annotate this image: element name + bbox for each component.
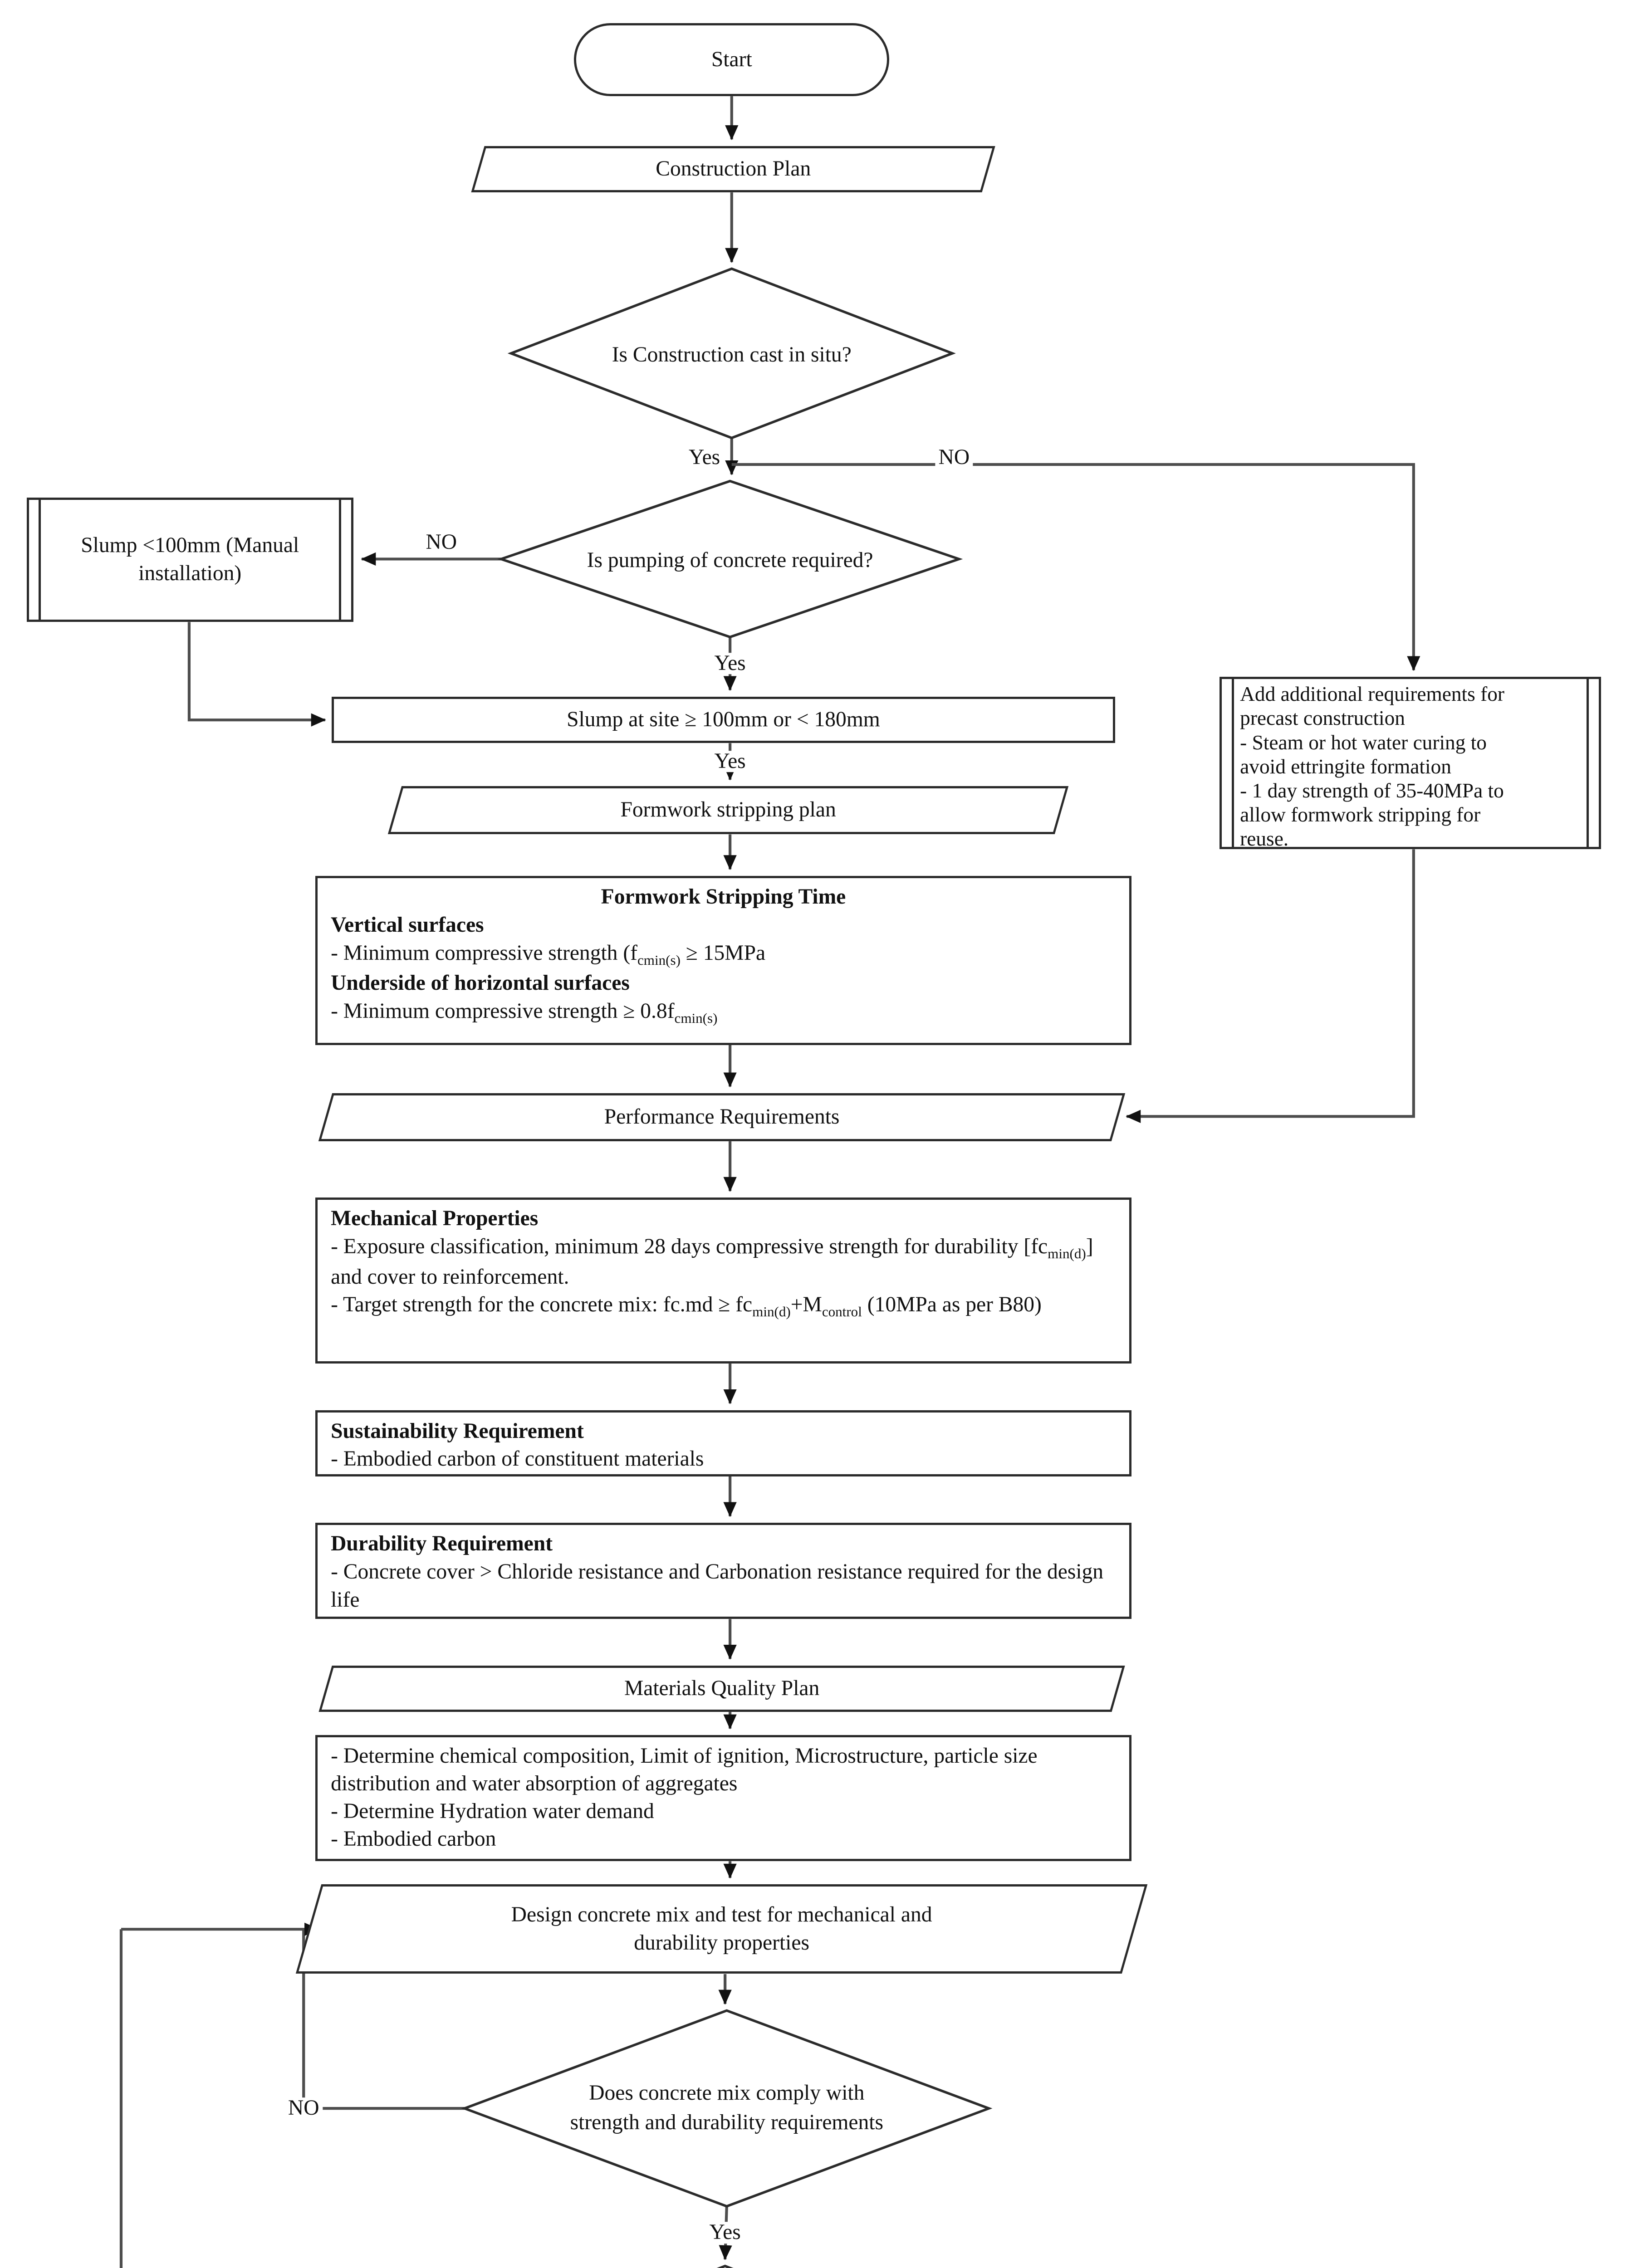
comply-decision-label: Does concrete mix comply with strength a… <box>478 2078 975 2136</box>
fst-line2-pre: - Minimum compressive strength ≥ 0.8f <box>331 999 675 1023</box>
comply-decision-shape <box>461 2009 993 2208</box>
durability-bullet: - Concrete cover > Chloride resistance a… <box>331 1559 1104 1612</box>
label-yes-cast: Yes <box>689 445 720 469</box>
chem-bullet3: - Embodied carbon <box>331 1827 496 1851</box>
mech-bullet1-sub: min(d) <box>1048 1246 1086 1262</box>
formwork-stripping-plan-io: Formwork stripping plan <box>388 786 1069 835</box>
mech-bullet2-sub1: min(d) <box>752 1304 791 1320</box>
fst-line2-sub: cmin(s) <box>674 1010 718 1026</box>
mech-bullet1-post: ] and cover to reinforcement. <box>331 1235 1093 1289</box>
label-yes-slumpsite: Yes <box>711 750 749 772</box>
fst-heading-vertical: Vertical surfaces <box>331 913 484 937</box>
comply-line2: strength and durability requirements <box>570 2110 883 2134</box>
embodied-carbon-decision-shape <box>716 2264 734 2268</box>
label-no-comply: NO <box>284 2097 323 2119</box>
fst-line1-post: ≥ 15MPa <box>680 941 766 965</box>
mech-bullet2-pre: - Target strength for the concrete mix: … <box>331 1293 753 1317</box>
pumping-decision-label: Is pumping of concrete required? <box>587 548 873 572</box>
sustainability-bullet: - Embodied carbon of constituent materia… <box>331 1447 704 1471</box>
cast-in-situ-decision-shape <box>507 267 956 440</box>
performance-requirements-label: Performance Requirements <box>604 1105 840 1129</box>
slump-site-box: Slump at site ≥ 100mm or < 180mm <box>332 696 1115 743</box>
chem-bullet2: - Determine Hydration water demand <box>331 1799 654 1823</box>
design-mix-io: Design concrete mix and test for mechani… <box>295 1884 1148 1974</box>
mech-bullet1-pre: - Exposure classification, minimum 28 da… <box>331 1235 1048 1259</box>
mech-bullet2-mid: +M <box>790 1293 822 1317</box>
performance-requirements-io: Performance Requirements <box>318 1093 1126 1142</box>
label-no-pump: NO <box>426 530 457 554</box>
construction-plan-io: Construction Plan <box>471 146 996 193</box>
edge-embodied-no-loop <box>119 1929 123 2268</box>
label-yes-pump: Yes <box>711 652 749 675</box>
durability-title: Durability Requirement <box>331 1532 553 1556</box>
construction-plan-label: Construction Plan <box>656 157 811 181</box>
fst-line2: - Minimum compressive strength ≥ 0.8fcmi… <box>331 999 718 1026</box>
precast-requirements-process: Add additional requirements for precast … <box>1219 677 1602 850</box>
mech-title: Mechanical Properties <box>331 1207 539 1231</box>
edge-slumpmanual-slumpsite <box>187 622 326 727</box>
mechanical-properties-box: Mechanical Properties - Exposure classif… <box>315 1198 1132 1364</box>
cast-in-situ-decision-label: Is Construction cast in situ? <box>612 342 852 367</box>
chem-bullet1: - Determine chemical composition, Limit … <box>331 1744 1038 1796</box>
mech-bullet2: - Target strength for the concrete mix: … <box>331 1293 1042 1320</box>
design-mix-line2: durability properties <box>634 1931 810 1955</box>
label-no-cast: NO <box>935 447 973 469</box>
design-mix-label: Design concrete mix and test for mechani… <box>311 1901 1132 1957</box>
material-tests-box: - Determine chemical composition, Limit … <box>315 1735 1132 1862</box>
sustainability-requirement-box: Sustainability Requirement - Embodied ca… <box>315 1410 1132 1476</box>
start-terminator: Start <box>574 23 890 97</box>
durability-requirement-box: Durability Requirement - Concrete cover … <box>315 1523 1132 1619</box>
sustainability-title: Sustainability Requirement <box>331 1419 584 1443</box>
mech-bullet2-post: (10MPa as per B80) <box>862 1293 1042 1317</box>
fst-line1-sub: cmin(s) <box>637 952 681 968</box>
start-label: Start <box>711 47 752 71</box>
precast-requirements-text: Add additional requirements for precast … <box>1240 683 1504 850</box>
slump-manual-process: Slump <100mm (Manual installation) <box>26 498 353 622</box>
fst-title: Formwork Stripping Time <box>601 885 846 909</box>
slump-site-label: Slump at site ≥ 100mm or < 180mm <box>567 708 880 732</box>
fst-heading-underside: Underside of horizontal surfaces <box>331 971 630 995</box>
pumping-decision-shape <box>497 479 963 639</box>
slump-manual-label: Slump <100mm (Manual installation) <box>81 533 299 586</box>
formwork-stripping-plan-label: Formwork stripping plan <box>620 798 837 822</box>
materials-quality-plan-label: Materials Quality Plan <box>624 1677 819 1701</box>
design-mix-line1: Design concrete mix and test for mechani… <box>511 1903 932 1927</box>
label-yes-comply: Yes <box>706 2222 744 2244</box>
edge-precast-perf <box>1126 849 1415 1123</box>
mech-bullet2-sub2: control <box>822 1304 862 1320</box>
fst-line1-pre: - Minimum compressive strength (f <box>331 941 637 965</box>
fst-line1: - Minimum compressive strength (fcmin(s)… <box>331 941 766 968</box>
materials-quality-plan-io: Materials Quality Plan <box>318 1665 1125 1712</box>
mech-bullet1: - Exposure classification, minimum 28 da… <box>331 1235 1093 1288</box>
comply-line1: Does concrete mix comply with <box>589 2081 865 2105</box>
formwork-stripping-time-box: Formwork Stripping Time Vertical surface… <box>315 875 1132 1045</box>
